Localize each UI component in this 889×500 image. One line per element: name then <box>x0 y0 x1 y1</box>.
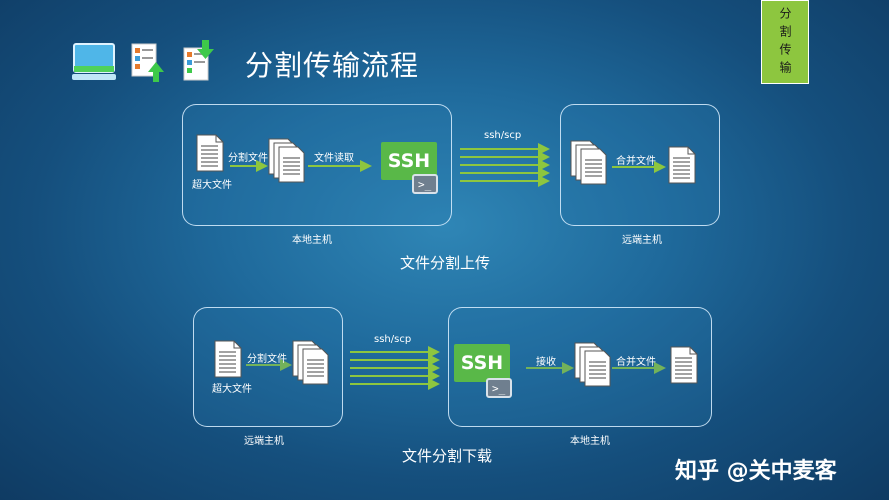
big-file-label: 超大文件 <box>192 180 232 191</box>
corner-tab[interactable]: 分割传输 <box>761 0 809 84</box>
merge-file-label: 合并文件 <box>616 156 656 167</box>
received-files-icon <box>574 342 614 390</box>
transfer-label: ssh/scp <box>484 130 522 141</box>
document-download-icon <box>182 40 218 82</box>
monitor-icon <box>72 42 116 82</box>
split-file-label: 分割文件 <box>228 153 268 164</box>
upload-local-label: 本地主机 <box>292 235 332 246</box>
received-files-icon <box>570 140 610 188</box>
terminal-icon: >_ <box>412 174 438 194</box>
download-remote-label: 远端主机 <box>244 436 284 447</box>
merge-file-label: 合并文件 <box>616 357 656 368</box>
split-files-icon <box>268 138 308 186</box>
big-file-label: 超大文件 <box>212 384 252 395</box>
terminal-icon: >_ <box>486 378 512 398</box>
download-local-label: 本地主机 <box>570 436 610 447</box>
receive-label: 接收 <box>536 357 556 368</box>
merged-file-icon <box>670 346 698 384</box>
upload-section-label: 文件分割上传 <box>400 254 491 272</box>
page-title: 分割传输流程 <box>245 49 420 82</box>
transfer-label: ssh/scp <box>374 334 412 345</box>
split-files-icon <box>292 340 332 388</box>
big-file-icon <box>196 134 224 172</box>
ssh-icon: SSH <box>454 344 510 382</box>
document-upload-icon <box>130 42 166 84</box>
merged-file-icon <box>668 146 696 184</box>
watermark: 知乎 @关中麦客 <box>675 459 837 484</box>
split-file-label: 分割文件 <box>247 354 287 365</box>
big-file-icon <box>214 340 242 378</box>
file-read-label: 文件读取 <box>314 153 354 164</box>
upload-remote-label: 远端主机 <box>622 235 662 246</box>
ssh-icon: SSH <box>381 142 437 180</box>
download-section-label: 文件分割下载 <box>402 447 493 465</box>
